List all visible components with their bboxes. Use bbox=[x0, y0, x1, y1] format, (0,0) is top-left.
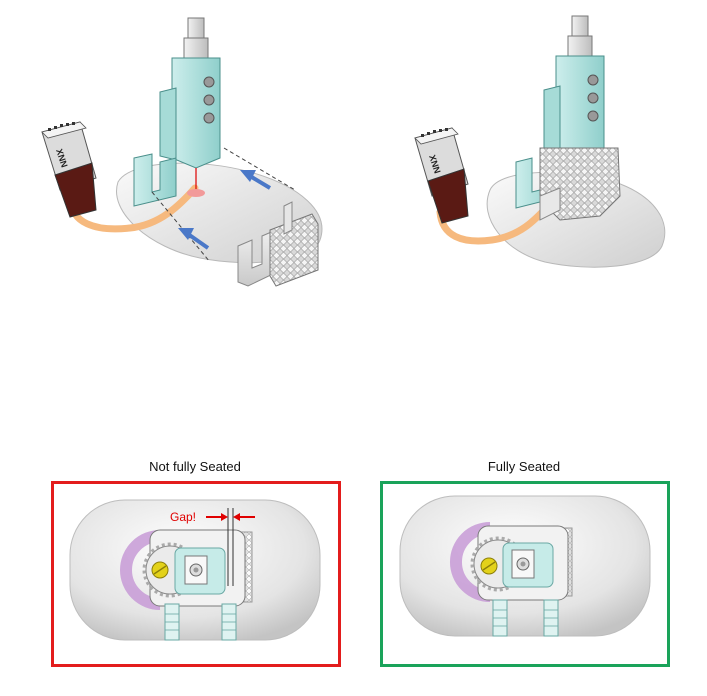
panel-fully-seated bbox=[380, 481, 670, 667]
connector-left: XNN bbox=[41, 121, 97, 218]
knurled-retainer-loose bbox=[237, 201, 319, 287]
panel-not-fully-seated bbox=[51, 481, 341, 667]
insert-arrow-upper bbox=[240, 170, 272, 190]
topview-not-seated: Gap! bbox=[69, 499, 321, 641]
caption-not-fully-seated: Not fully Seated bbox=[149, 459, 241, 474]
caption-fully-seated: Fully Seated bbox=[487, 459, 561, 474]
guide-line-2 bbox=[151, 191, 211, 263]
connector-right: XNN bbox=[414, 127, 469, 224]
insert-arrow-lower bbox=[178, 228, 210, 250]
cable-right bbox=[436, 202, 552, 245]
topview-fully-seated bbox=[399, 495, 651, 637]
tower-left bbox=[133, 17, 221, 207]
cable-left bbox=[68, 184, 199, 233]
knurled-retainer-seated bbox=[539, 147, 621, 221]
gap-label: Gap! bbox=[170, 510, 196, 524]
